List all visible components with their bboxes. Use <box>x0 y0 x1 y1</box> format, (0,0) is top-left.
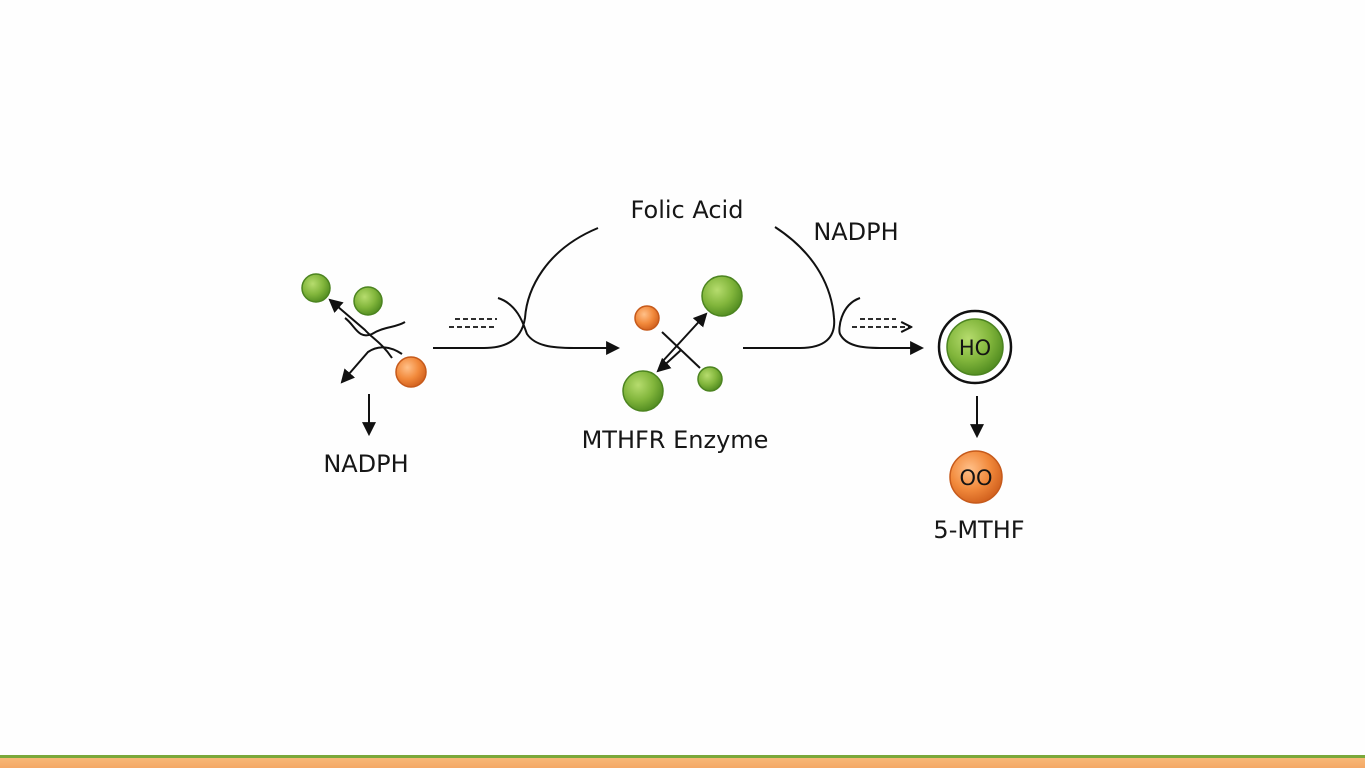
oo-molecule <box>949 450 1003 504</box>
output-connector <box>743 226 925 355</box>
nadph-curve <box>743 226 836 349</box>
exchange-arrow-up <box>328 298 393 359</box>
folic-acid-label: Folic Acid <box>630 196 744 224</box>
orange-molecule-1 <box>395 356 427 388</box>
mthfr-enzyme-cluster <box>622 275 743 412</box>
product-label: 5-MTHF <box>933 516 1025 544</box>
green-molecule-2 <box>353 286 383 316</box>
enzyme-arrow-up <box>661 312 708 363</box>
input-reaction-arrow <box>497 297 621 355</box>
enzyme-label: MTHFR Enzyme <box>581 426 769 454</box>
oo-label: OO <box>959 466 992 490</box>
input-connector <box>433 227 621 355</box>
folic-acid-curve <box>433 227 599 349</box>
ho-label: HO <box>959 336 991 360</box>
left-reactant-cluster <box>301 273 427 437</box>
bottom-band-green <box>0 755 1365 758</box>
orange-molecule-2 <box>634 305 660 331</box>
green-molecule-4 <box>622 370 664 412</box>
green-molecule-3 <box>701 275 743 317</box>
enzyme-arrow-down-left <box>656 349 682 373</box>
product-cluster: HO OO <box>937 309 1013 504</box>
nadph-left-label: NADPH <box>323 450 409 478</box>
exchange-arrow-down <box>340 346 403 384</box>
ho-molecule <box>946 318 1004 376</box>
green-molecule-5 <box>697 366 723 392</box>
bottom-band-orange <box>0 758 1365 768</box>
nadph-top-label: NADPH <box>813 218 899 246</box>
output-reaction-arrow <box>838 297 925 355</box>
green-molecule-1 <box>301 273 331 303</box>
exchange-wavy-line <box>344 317 406 337</box>
